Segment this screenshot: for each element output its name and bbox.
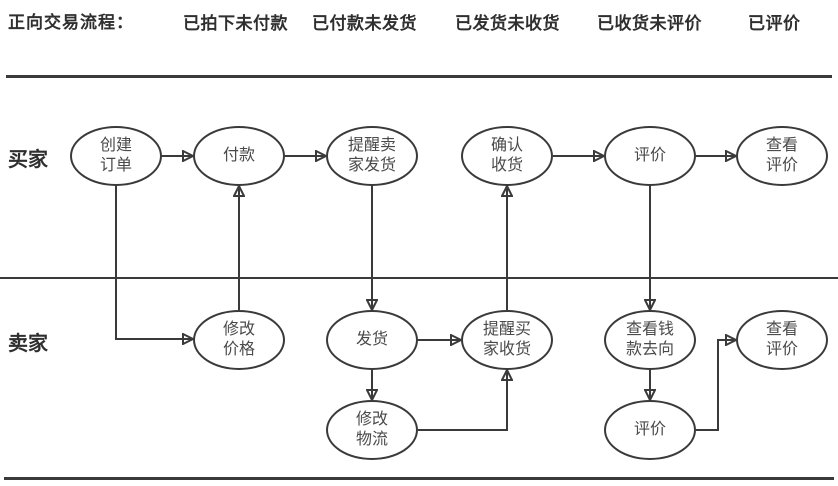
- node-rate-buyer: 评价: [604, 126, 696, 186]
- node-remind-seller-ship: 提醒卖 家发货: [326, 126, 418, 186]
- edge-modify-logistics-to-remind-buyer-receive: [418, 370, 507, 431]
- node-remind-buyer-receive: 提醒买 家收货: [461, 310, 553, 370]
- node-view-rating-seller: 查看 评价: [736, 310, 828, 370]
- lane-divider-line: [0, 277, 838, 279]
- node-modify-logistics: 修改 物流: [326, 400, 418, 460]
- stage-label-unshipped: 已付款未发货: [312, 14, 417, 33]
- node-view-rating-buyer: 查看 评价: [736, 126, 828, 186]
- node-rate-seller: 评价: [604, 400, 696, 460]
- edge-create-order-to-modify-price: [115, 186, 193, 339]
- node-confirm-receipt: 确认 收货: [461, 126, 553, 186]
- stage-label-unpaid: 已拍下未付款: [183, 14, 288, 33]
- header-divider-line: [6, 75, 832, 78]
- node-view-money-flow: 查看钱 款去向: [604, 310, 696, 370]
- stage-label-unreceived: 已发货未收货: [455, 14, 560, 33]
- node-pay: 付款: [193, 126, 285, 186]
- bottom-border-line: [4, 477, 834, 480]
- page-title: 正向交易流程：: [8, 13, 134, 32]
- stage-label-unrated: 已收货未评价: [597, 14, 702, 33]
- node-create-order: 创建 订单: [70, 126, 162, 186]
- lane-label-buyer: 买家: [8, 149, 48, 171]
- node-modify-price: 修改 价格: [193, 310, 285, 370]
- stage-label-rated: 已评价: [748, 14, 801, 33]
- edge-rate-seller-to-view-rating-seller: [696, 340, 736, 431]
- node-ship: 发货: [326, 310, 418, 370]
- lane-label-seller: 卖家: [8, 333, 48, 355]
